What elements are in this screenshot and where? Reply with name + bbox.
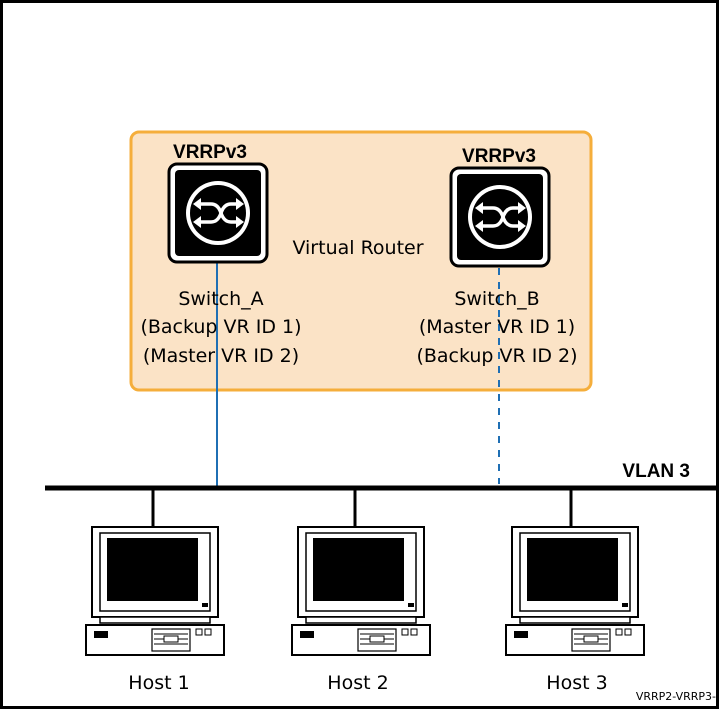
- virtual-router-label: Virtual Router: [292, 237, 423, 259]
- switch-b-role-1: (Master VR ID 1): [419, 316, 575, 338]
- host-1-label: Host 1: [128, 672, 189, 694]
- host-3-label: Host 3: [546, 672, 607, 694]
- computer-icon: [85, 526, 225, 656]
- host-2-label: Host 2: [327, 672, 388, 694]
- switch-b-role-2: (Backup VR ID 2): [416, 345, 577, 367]
- switch-a-role-2: (Master VR ID 2): [143, 345, 299, 367]
- switch-b-protocol: VRRPv3: [462, 146, 536, 167]
- switch-a-protocol: VRRPv3: [173, 142, 247, 163]
- figure-id: VRRP2-VRRP3-: [636, 690, 716, 703]
- switch-a-role-1: (Backup VR ID 1): [140, 316, 301, 338]
- switch-b-name: Switch_B: [454, 288, 539, 310]
- vlan-label: VLAN 3: [622, 461, 690, 482]
- computer-icon: [291, 526, 431, 656]
- switch-icon: [449, 166, 551, 268]
- switch-a-name: Switch_A: [178, 288, 263, 310]
- switch-icon: [167, 162, 269, 264]
- computer-icon: [505, 526, 645, 656]
